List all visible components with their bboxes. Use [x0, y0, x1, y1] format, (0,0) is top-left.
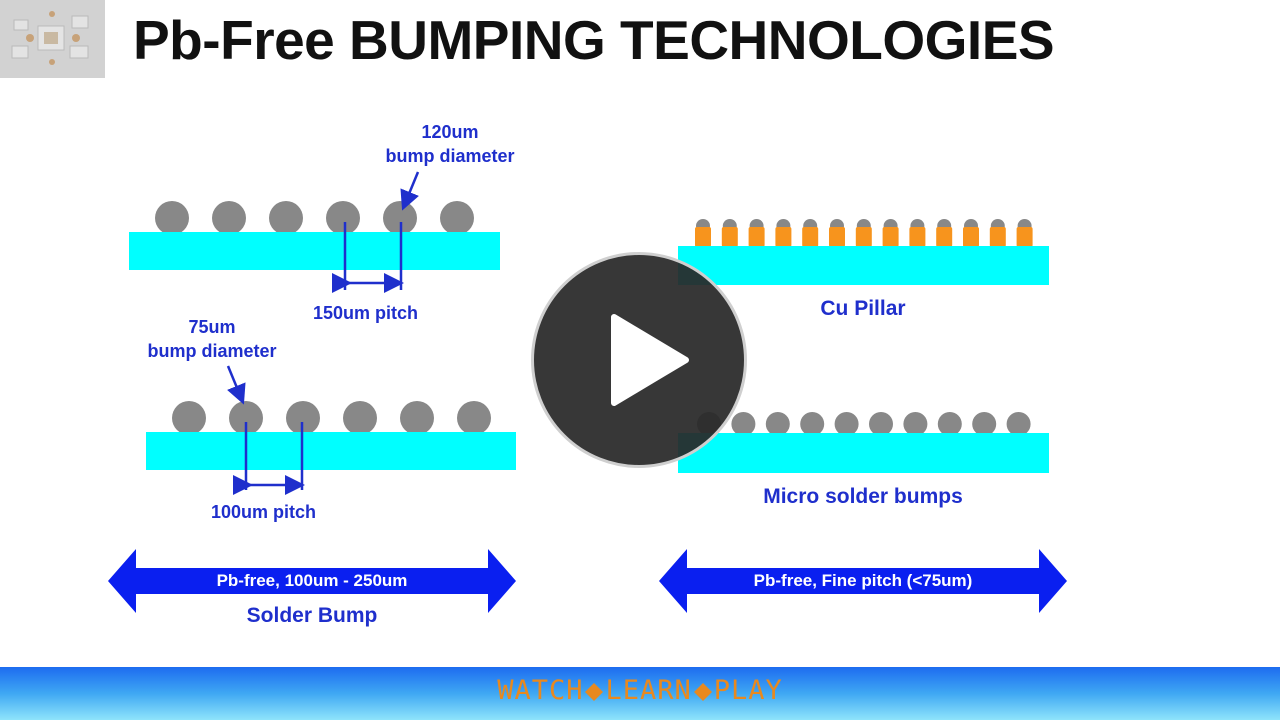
micro-bump [937, 412, 962, 436]
solder-bump [440, 201, 474, 235]
micro-solder-bumps-caption: Micro solder bumps [763, 485, 963, 508]
solder-bump [229, 401, 263, 435]
solder-bump-diagram-120um [129, 171, 500, 293]
cu-pillar [829, 227, 845, 247]
cu-pillar [963, 227, 979, 247]
footer-slogan: WATCH LEARN PLAY [0, 675, 1280, 706]
footer-banner: WATCH LEARN PLAY [0, 667, 1280, 720]
page-title: Pb-Free BUMPING TECHNOLOGIES [133, 9, 1055, 71]
left-arrow-text: Pb-free, 100um - 250um [216, 571, 408, 590]
solder-bump [343, 401, 377, 435]
solder-bump [400, 401, 434, 435]
cu-pillar [721, 227, 738, 247]
right-arrow-text: Pb-free, Fine pitch (<75um) [753, 571, 973, 590]
cu-pillar-caption: Cu Pillar [820, 297, 906, 320]
range-double-arrow-left [108, 549, 516, 613]
diameter-label-120: 120um bump diameter [376, 122, 524, 167]
solder-bump [269, 201, 303, 235]
cu-pillar [775, 227, 792, 247]
footer-word-learn: LEARN [605, 675, 692, 706]
chip-logo-icon [0, 0, 105, 78]
solder-bump [155, 201, 189, 235]
diameter-pointer-arrow [400, 171, 420, 211]
solder-bump [212, 201, 246, 235]
micro-bump [903, 412, 928, 436]
diameter-value: 120um [421, 122, 479, 142]
cu-pillar [855, 227, 872, 247]
micro-bump [972, 412, 997, 436]
solder-bump-diagram-75um [146, 365, 516, 495]
diameter-caption: bump diameter [147, 341, 277, 361]
cu-pillar [882, 227, 899, 247]
micro-bump [834, 412, 859, 436]
footer-word-watch: WATCH [497, 675, 584, 706]
pitch-label-150: 150um pitch [313, 303, 419, 323]
diamond-icon [693, 682, 712, 701]
cu-pillar [936, 227, 953, 247]
cu-pillar [1016, 227, 1033, 247]
micro-bump [800, 412, 825, 436]
diameter-pointer-arrow [226, 365, 246, 405]
micro-bump [869, 412, 893, 436]
range-double-arrow-right [659, 549, 1067, 613]
play-button[interactable] [531, 252, 747, 468]
micro-bump [1006, 412, 1031, 436]
diameter-value: 75um [188, 317, 236, 337]
substrate [678, 433, 1049, 473]
cu-pillar [909, 227, 926, 247]
substrate [678, 246, 1049, 285]
micro-bump-diagram [678, 412, 1049, 473]
diameter-caption: bump diameter [385, 146, 515, 166]
footer-word-play: PLAY [713, 675, 783, 706]
diameter-label-75: 75um bump diameter [137, 317, 287, 362]
diamond-icon [585, 682, 604, 701]
solder-bump [326, 201, 360, 235]
solder-bump-caption: Solder Bump [246, 604, 378, 627]
solder-bump [172, 401, 206, 435]
cu-pillar [802, 227, 819, 247]
substrate [146, 432, 516, 470]
cu-pillar [989, 227, 1006, 247]
cu-pillar-diagram [678, 219, 1049, 285]
cu-pillar [695, 227, 711, 247]
play-icon [611, 314, 689, 406]
micro-bump [731, 412, 756, 436]
pitch-label-100: 100um pitch [211, 502, 317, 522]
solder-bump [286, 401, 320, 435]
micro-bump [765, 412, 790, 436]
substrate [129, 232, 500, 270]
solder-bump [457, 401, 491, 435]
cu-pillar [748, 227, 765, 247]
